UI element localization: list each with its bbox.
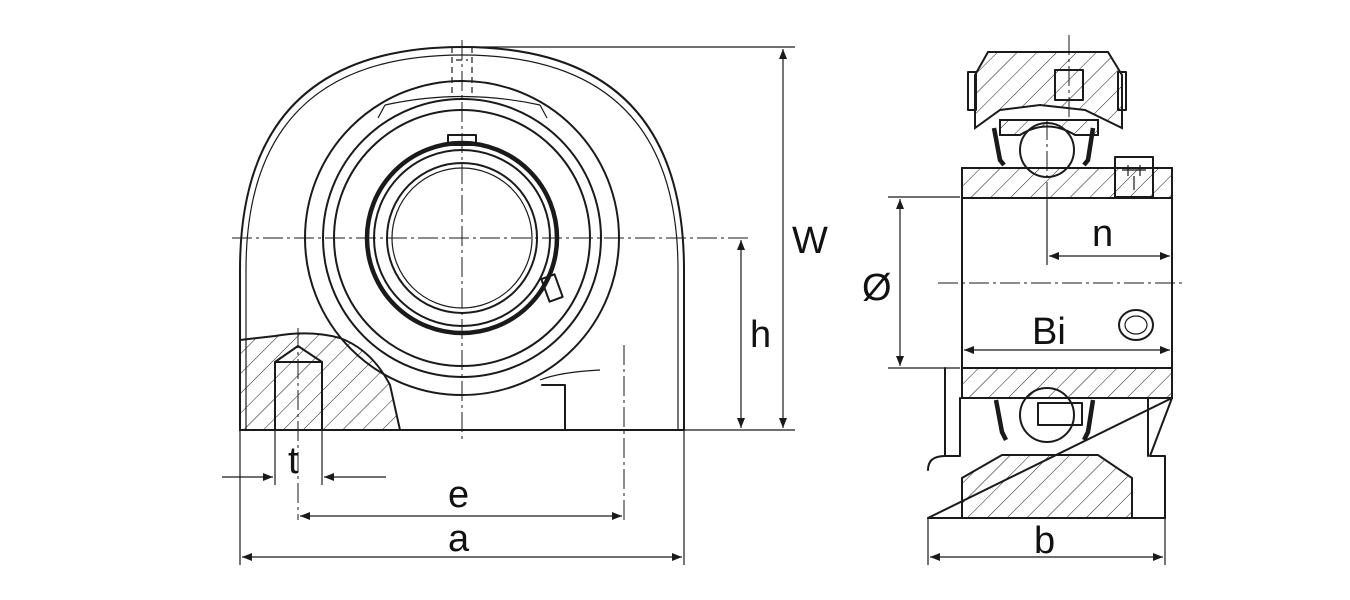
- seal-left-top: [991, 127, 1006, 167]
- label-t: t: [288, 440, 299, 482]
- seating-arc: [322, 98, 602, 378]
- housing-step: [539, 369, 601, 381]
- label-e: e: [448, 474, 469, 516]
- seal-right-bottom: [1081, 399, 1096, 442]
- label-diameter: Ø: [862, 267, 892, 309]
- ball-bottom: [1019, 387, 1075, 443]
- label-n: n: [1092, 213, 1113, 255]
- label-h: h: [750, 314, 771, 356]
- seal-left-bottom: [993, 399, 1009, 442]
- seal-insert: [1037, 402, 1083, 426]
- seal-right-top: [1082, 127, 1096, 167]
- upper-race: [999, 119, 1099, 136]
- inner-ring-bottom: [961, 367, 1173, 399]
- label-W: W: [792, 220, 828, 262]
- set-screw-hole: [1118, 309, 1154, 341]
- label-b: b: [1034, 520, 1055, 562]
- housing-foot-section: [961, 454, 1133, 519]
- label-Bi: Bi: [1032, 311, 1066, 353]
- front-view: W h t e a: [222, 40, 828, 565]
- inner-ring-top: [961, 167, 1173, 199]
- insert-outer-ring: [541, 384, 566, 431]
- side-tab-right: [1117, 71, 1127, 111]
- set-screw-hole-inner: [1124, 315, 1148, 335]
- housing-top-section: [974, 51, 1123, 130]
- side-view: Ø n Bi b: [862, 35, 1185, 565]
- label-a: a: [448, 518, 470, 560]
- side-tab-left: [967, 71, 977, 111]
- set-screw: [540, 273, 564, 303]
